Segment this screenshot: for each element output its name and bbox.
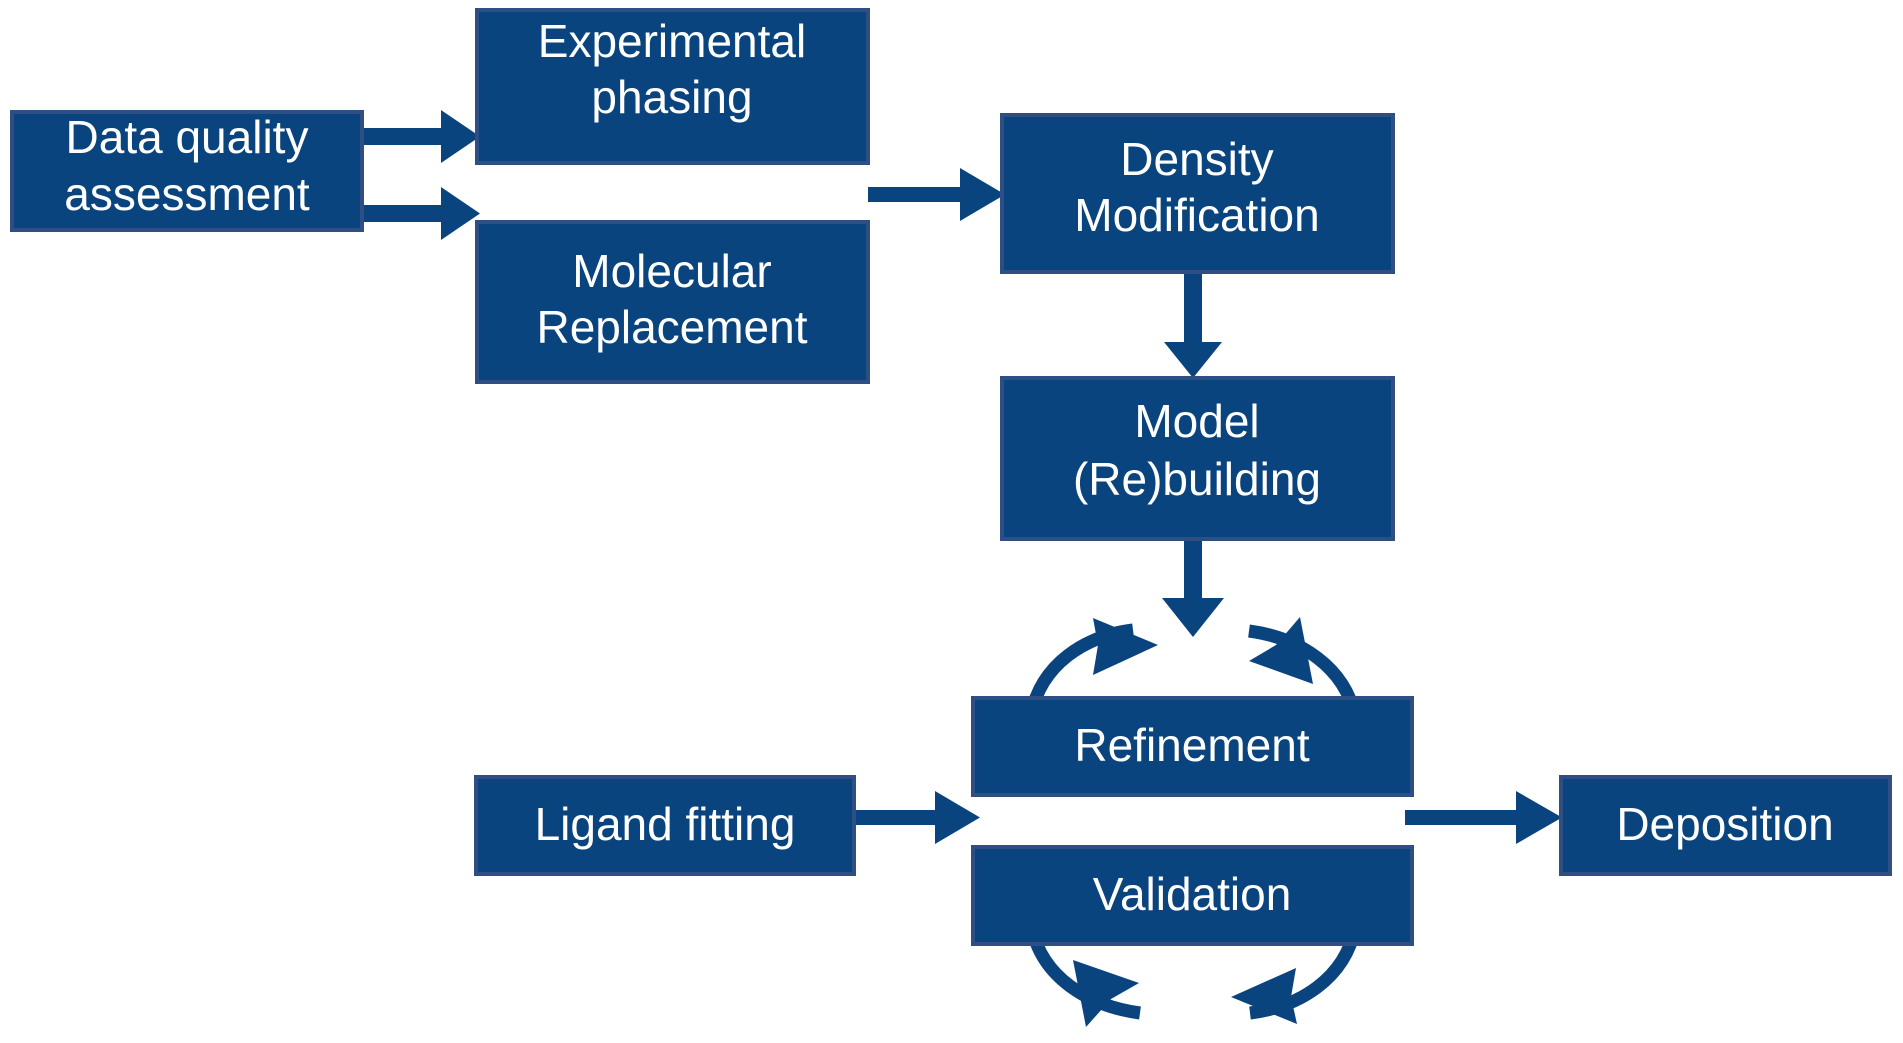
node-box[interactable] bbox=[474, 775, 856, 876]
connector-dqa-to-experimental-phasing bbox=[362, 110, 480, 163]
node-box[interactable] bbox=[10, 110, 364, 232]
node-box[interactable] bbox=[475, 220, 870, 384]
connector-dqa-to-molecular-replacement bbox=[362, 187, 480, 240]
node-label-line1: Deposition bbox=[1616, 798, 1833, 850]
node-label-line2: (Re)building bbox=[1073, 453, 1321, 505]
node-box[interactable] bbox=[1000, 113, 1395, 274]
node-label-line1: Refinement bbox=[1074, 719, 1309, 771]
arrow-down-icon bbox=[1164, 272, 1222, 378]
node-label-line1: Molecular bbox=[572, 245, 771, 297]
node-box[interactable] bbox=[1000, 376, 1395, 541]
node-validation[interactable]: Validation bbox=[971, 845, 1414, 946]
connector-model-rebuilding-to-cycle bbox=[1162, 539, 1224, 637]
node-density-modification[interactable]: Density Modification bbox=[1000, 113, 1395, 274]
node-deposition[interactable]: Deposition bbox=[1559, 775, 1892, 876]
connector-phasing-to-density-modification bbox=[868, 168, 1005, 221]
node-molecular-replacement[interactable]: Molecular Replacement bbox=[475, 220, 870, 384]
node-refinement[interactable]: Refinement bbox=[971, 696, 1414, 797]
cycle-arrowhead-bottom-left-icon bbox=[1073, 960, 1139, 1027]
node-label-line2: Replacement bbox=[536, 301, 807, 353]
node-label-line1: Data quality bbox=[66, 111, 309, 163]
node-label-line1: Ligand fitting bbox=[535, 798, 796, 850]
arrow-right-icon bbox=[362, 187, 480, 240]
node-box[interactable] bbox=[971, 696, 1414, 797]
arrow-right-icon bbox=[362, 110, 480, 163]
arrow-right-icon bbox=[1405, 791, 1562, 844]
node-box[interactable] bbox=[475, 8, 870, 165]
node-model-rebuilding[interactable]: Model (Re)building bbox=[1000, 376, 1395, 541]
connector-density-modification-to-model-rebuilding bbox=[1164, 272, 1222, 378]
node-label-line2: assessment bbox=[64, 168, 310, 220]
node-experimental-phasing[interactable]: Experimental phasing bbox=[475, 8, 870, 165]
arrow-down-icon bbox=[1162, 539, 1224, 637]
node-box[interactable] bbox=[1559, 775, 1892, 876]
node-ligand-fitting[interactable]: Ligand fitting bbox=[474, 775, 856, 876]
node-box[interactable] bbox=[971, 845, 1414, 946]
node-label-line2: Modification bbox=[1074, 189, 1319, 241]
node-label-line2: phasing bbox=[591, 71, 752, 123]
connector-cycle-to-deposition bbox=[1405, 791, 1562, 844]
cycle-arrowhead-top-left-icon bbox=[1093, 618, 1158, 675]
refinement-validation-cycle bbox=[1024, 617, 1362, 1027]
cycle-arrowhead-bottom-right-icon bbox=[1231, 968, 1297, 1024]
connector-ligand-fitting-to-cycle bbox=[854, 791, 980, 844]
node-label-line1: Validation bbox=[1093, 868, 1292, 920]
node-label-line1: Model bbox=[1134, 395, 1259, 447]
cycle-arrowhead-top-right-icon bbox=[1249, 617, 1313, 684]
arrow-right-icon bbox=[854, 791, 980, 844]
node-label-line1: Density bbox=[1120, 133, 1273, 185]
node-data-quality-assessment[interactable]: Data quality assessment bbox=[10, 110, 364, 232]
node-label-line1: Experimental bbox=[538, 15, 806, 67]
arrow-right-icon bbox=[868, 168, 1005, 221]
